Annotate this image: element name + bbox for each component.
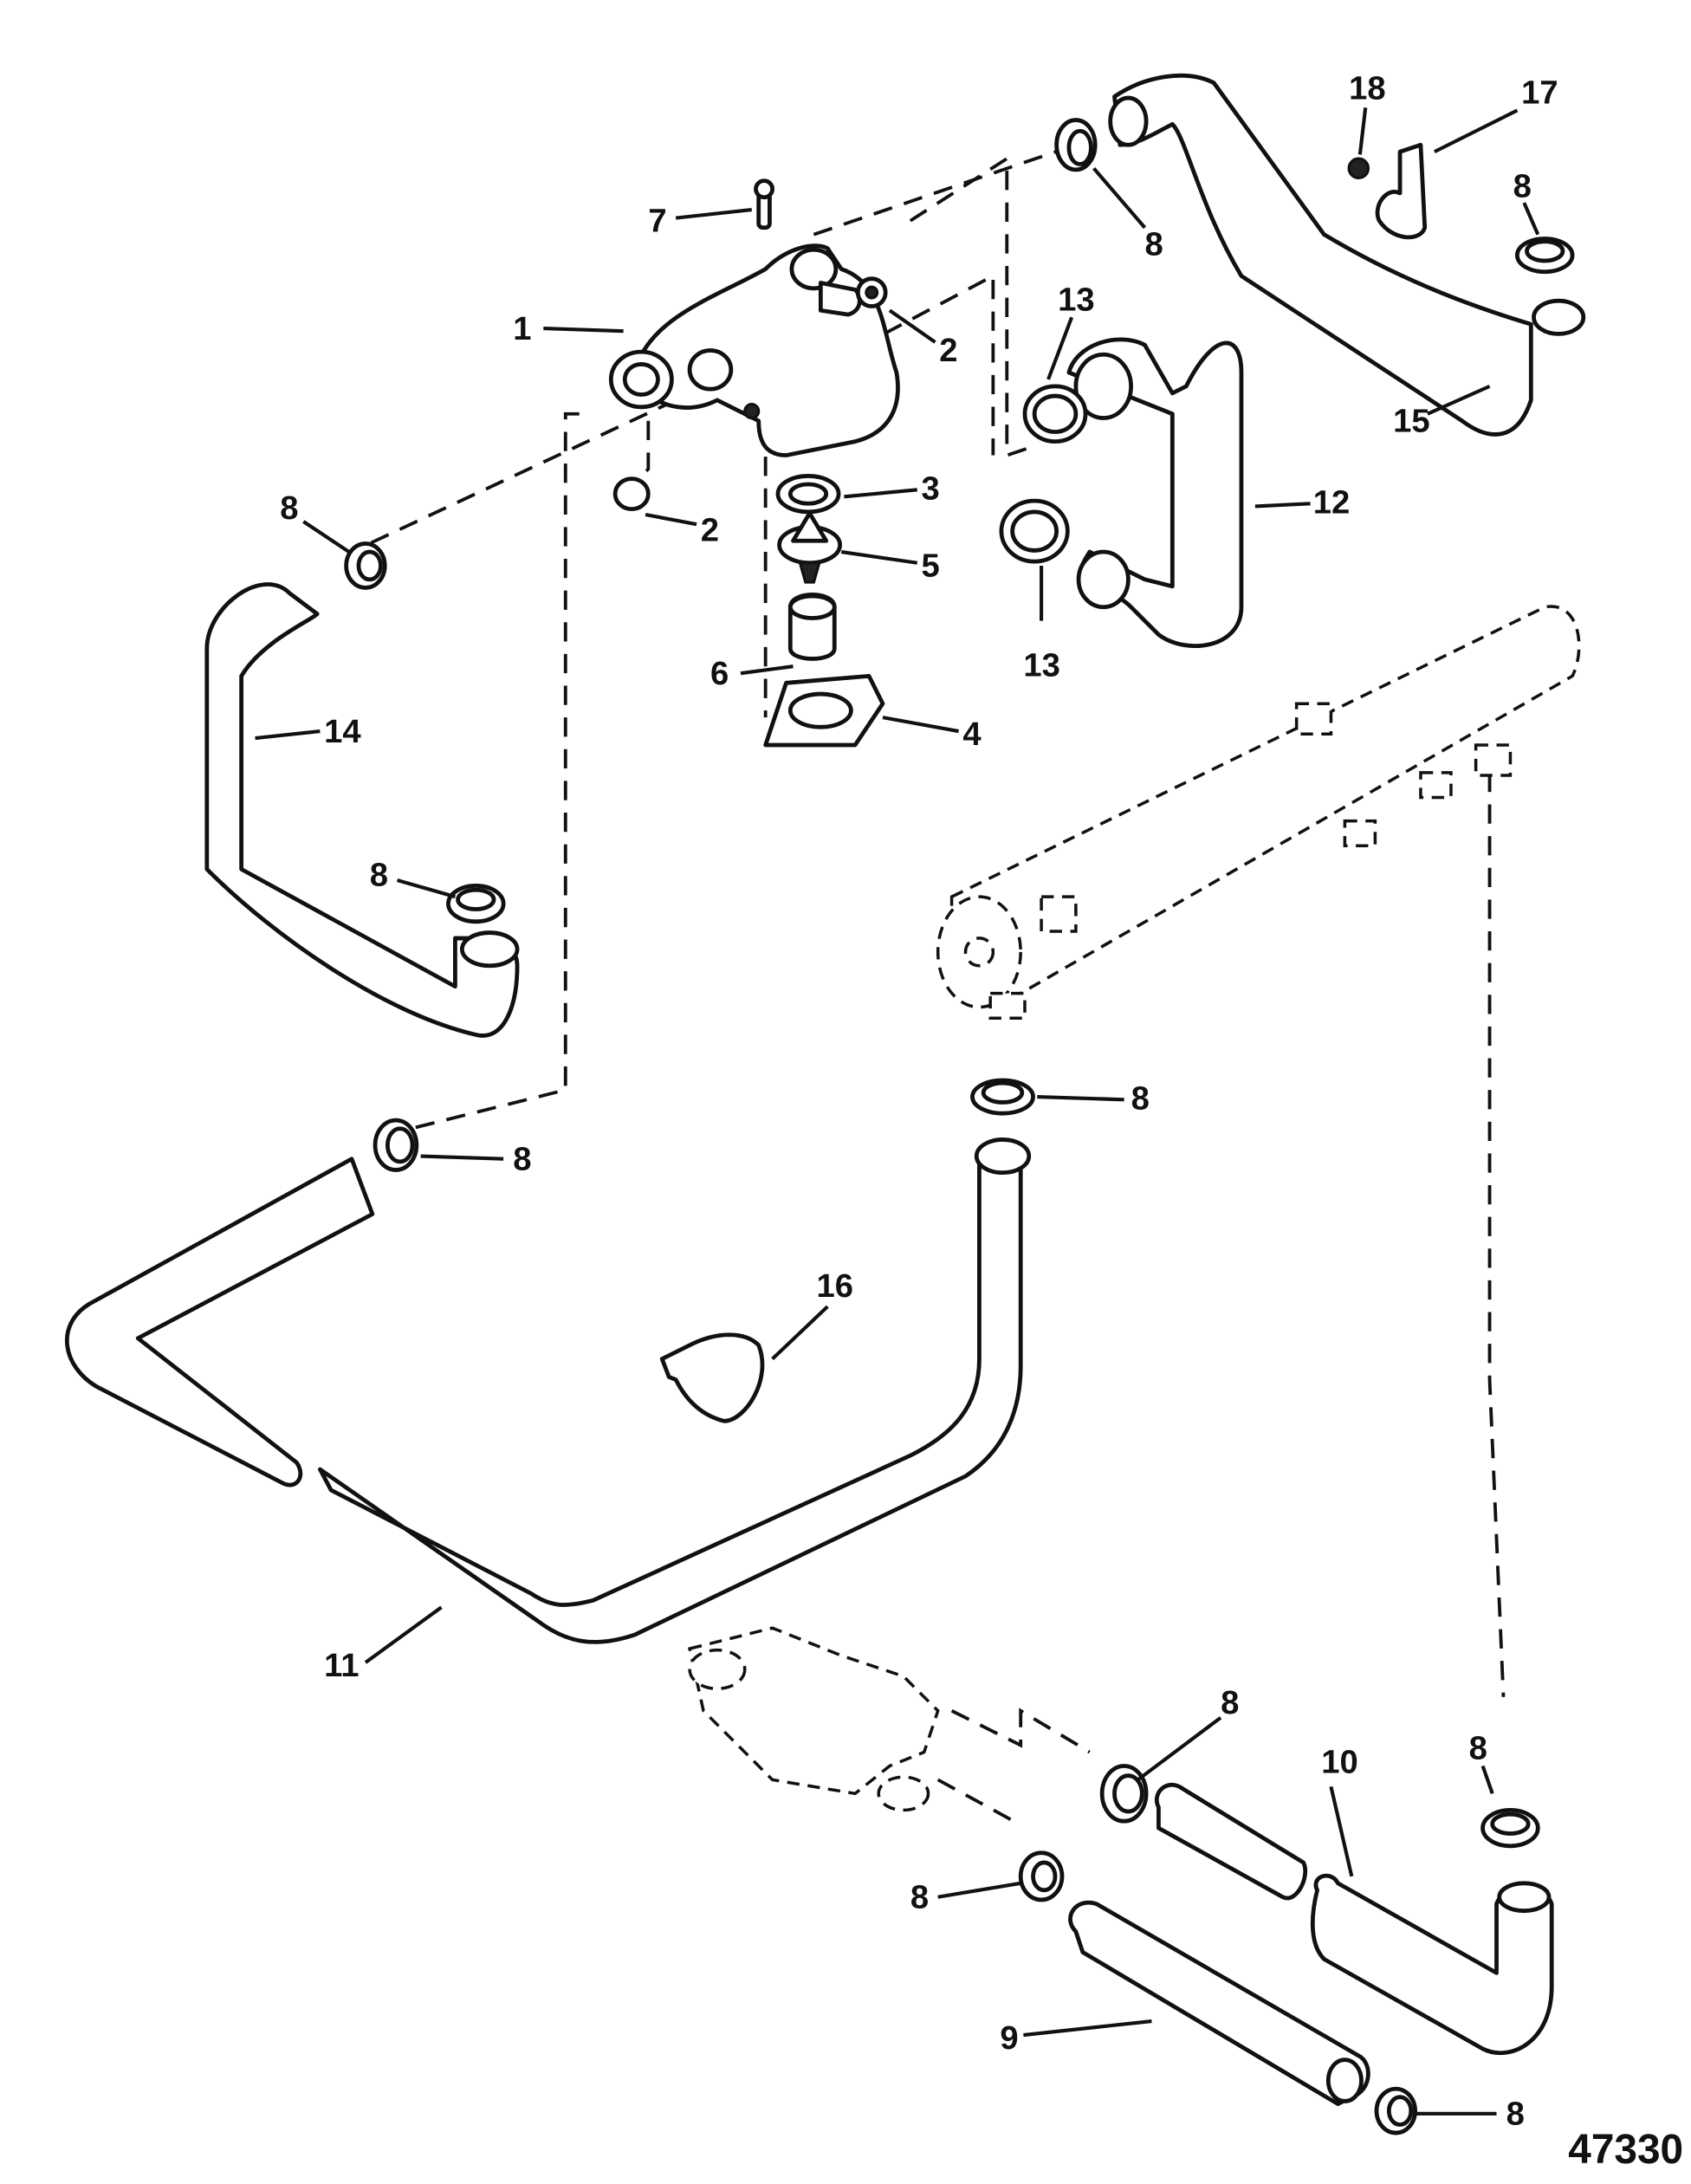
clamps xyxy=(344,118,1575,2135)
clamp-8h[interactable] xyxy=(1018,1850,1065,1902)
leader-lines xyxy=(255,107,1540,2116)
hose-11[interactable] xyxy=(65,1137,1032,1644)
callout-labels: 1 2 2 3 4 5 6 7 8 8 8 8 8 8 8 8 8 8 9 10… xyxy=(280,70,1683,2173)
hose-12[interactable] xyxy=(1066,337,1244,648)
hose-9[interactable] xyxy=(1068,1900,1370,2107)
callout-18: 18 xyxy=(1349,70,1385,107)
callout-7: 7 xyxy=(648,203,666,240)
callout-15: 15 xyxy=(1393,402,1429,439)
callout-8b: 8 xyxy=(1513,168,1532,205)
hose-15[interactable] xyxy=(1108,73,1586,437)
hose-10[interactable] xyxy=(1310,1873,1554,2055)
callout-8f: 8 xyxy=(1131,1079,1150,1117)
callout-14: 14 xyxy=(324,713,361,750)
callout-4: 4 xyxy=(962,716,982,753)
plug-lower[interactable] xyxy=(612,476,651,512)
callout-9: 9 xyxy=(1000,2019,1018,2057)
hose-14[interactable] xyxy=(204,582,520,1038)
thermostat[interactable] xyxy=(777,511,843,584)
callout-10: 10 xyxy=(1321,1743,1357,1780)
callout-12: 12 xyxy=(1313,483,1350,521)
callout-6: 6 xyxy=(710,655,729,692)
callout-8a: 8 xyxy=(1145,226,1163,263)
assembly-lines xyxy=(351,143,1506,1823)
callout-16: 16 xyxy=(817,1267,853,1305)
clamp-8g[interactable] xyxy=(1099,1764,1149,1824)
heat-exchanger xyxy=(936,605,1581,1021)
callout-11: 11 xyxy=(324,1647,359,1684)
callout-13b: 13 xyxy=(1023,646,1059,684)
nut[interactable] xyxy=(1347,157,1370,180)
clamp-13a[interactable] xyxy=(1022,384,1088,444)
clamp-8i[interactable] xyxy=(1480,1808,1540,1849)
callout-2-lower: 2 xyxy=(701,511,719,548)
callout-1: 1 xyxy=(513,310,531,347)
callout-8h: 8 xyxy=(910,1878,929,1915)
clamp-8f[interactable] xyxy=(970,1078,1035,1116)
clamp-8a[interactable] xyxy=(1054,118,1098,172)
callout-17: 17 xyxy=(1521,74,1558,111)
clip[interactable] xyxy=(659,1332,765,1423)
callout-3: 3 xyxy=(922,470,940,507)
thermostat-housing[interactable] xyxy=(608,243,900,457)
hose-10-lower[interactable] xyxy=(1155,1783,1308,1901)
figure-number: 47330 xyxy=(1568,2127,1683,2173)
bracket[interactable] xyxy=(1375,142,1428,240)
callout-2-upper: 2 xyxy=(939,332,957,369)
bolt[interactable] xyxy=(754,178,775,230)
clamp-8j[interactable] xyxy=(1374,2086,1417,2135)
callout-5: 5 xyxy=(922,548,940,585)
callout-8i: 8 xyxy=(1469,1729,1487,1766)
callout-8c: 8 xyxy=(280,489,298,527)
clamp-8d[interactable] xyxy=(446,884,506,924)
sleeve[interactable] xyxy=(787,593,837,661)
plug-upper[interactable] xyxy=(855,276,888,308)
clamp-13b[interactable] xyxy=(999,498,1070,564)
callout-8g: 8 xyxy=(1221,1684,1239,1721)
callout-8j: 8 xyxy=(1506,2096,1525,2133)
clamp-8c[interactable] xyxy=(344,541,387,590)
seal[interactable] xyxy=(775,474,841,515)
callout-13a: 13 xyxy=(1058,281,1094,318)
callout-8d: 8 xyxy=(370,856,388,893)
callout-8e: 8 xyxy=(513,1140,531,1177)
clamp-8e[interactable] xyxy=(373,1118,419,1172)
water-pump xyxy=(688,1626,940,1812)
gasket[interactable] xyxy=(763,673,885,748)
clamp-8b[interactable] xyxy=(1514,237,1575,275)
